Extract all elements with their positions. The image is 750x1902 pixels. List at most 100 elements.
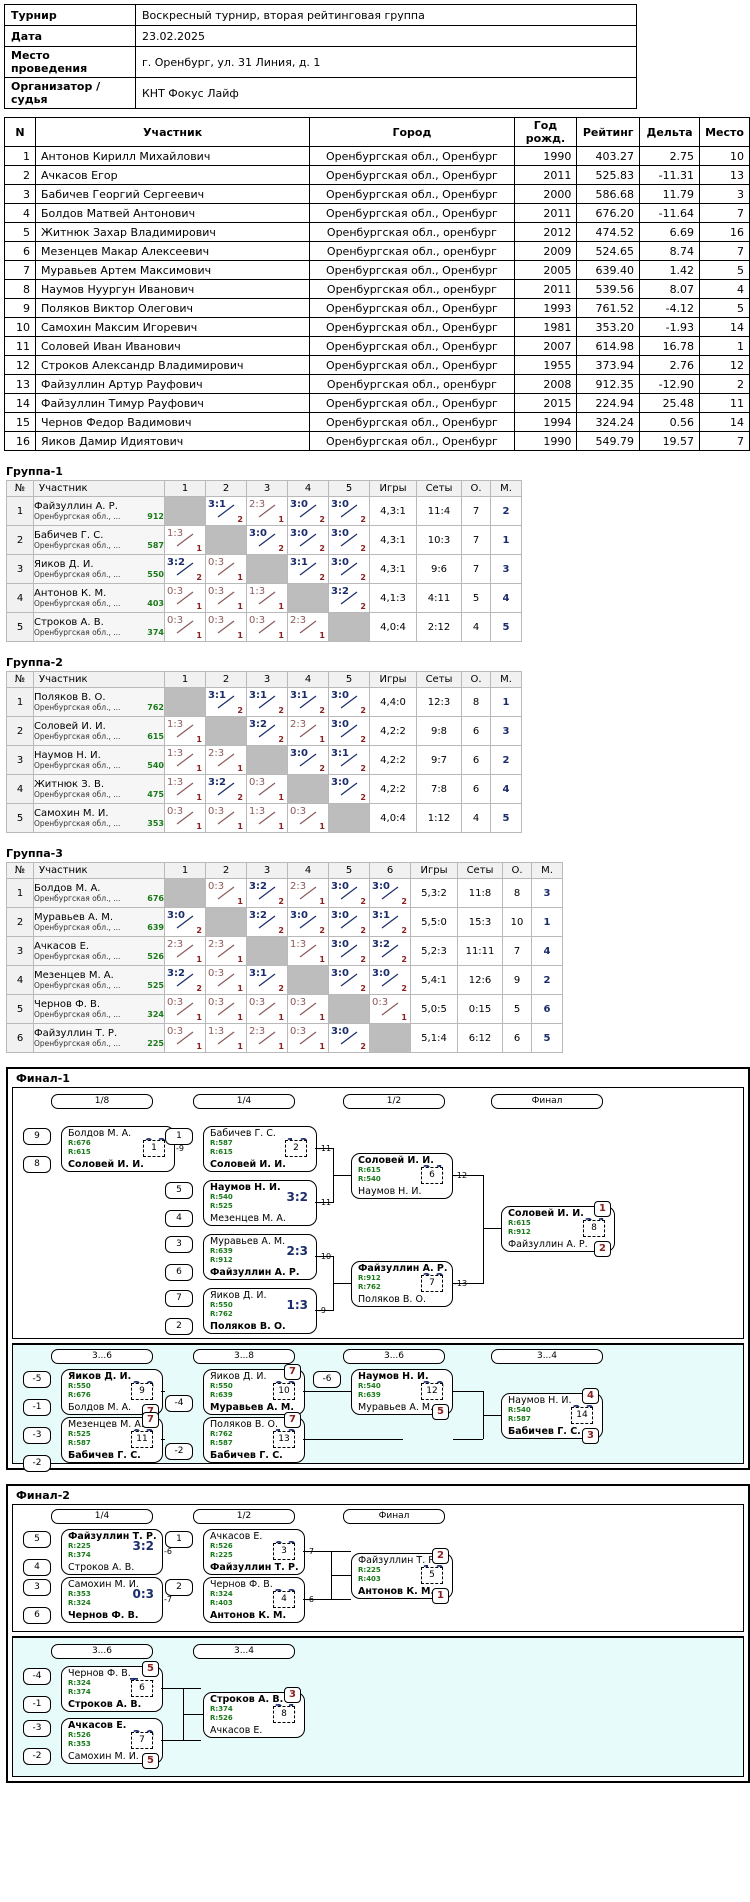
match-number-box: 8 bbox=[273, 1706, 295, 1723]
match-rating-bottom: R:615 bbox=[210, 1148, 233, 1156]
participant-place: 7 bbox=[699, 431, 750, 451]
participant-city: Оренбургская обл., оренбург bbox=[309, 374, 515, 394]
player-meta: Оренбургская обл., ...615 bbox=[34, 732, 164, 741]
match-points: 1 bbox=[237, 602, 243, 611]
group-games: 4,3:1 bbox=[369, 525, 417, 555]
player-meta: Оренбургская обл., ...540 bbox=[34, 761, 164, 770]
participant-city: Оренбургская обл., Оренбург bbox=[309, 431, 515, 451]
group-m: 5 bbox=[490, 803, 522, 833]
match-rating-top: R:912 bbox=[358, 1274, 381, 1282]
player-meta: Оренбургская обл., ...762 bbox=[34, 703, 164, 712]
match-rating-top: R:540 bbox=[210, 1193, 233, 1201]
participant-n: 15 bbox=[4, 412, 36, 432]
participant-rating: 224.94 bbox=[576, 393, 641, 413]
match-rating-bottom: R:324 bbox=[68, 1599, 91, 1607]
bracket-connector bbox=[183, 1714, 203, 1715]
set-score: 3:2 bbox=[167, 968, 185, 979]
group-col-header: О. bbox=[502, 862, 532, 879]
participant-name: Поляков Виктор Олегович bbox=[34, 298, 311, 318]
match-points: 2 bbox=[360, 793, 366, 802]
group-sets: 10:3 bbox=[416, 525, 462, 555]
final-place-badge: 7 bbox=[284, 1412, 301, 1428]
group-col-header: 2 bbox=[205, 480, 247, 497]
group-o: 9 bbox=[502, 965, 532, 995]
participant-name: Самохин Максим Игоревич bbox=[34, 317, 311, 337]
group-sets: 6:12 bbox=[457, 1023, 503, 1053]
slash-icon bbox=[299, 695, 317, 709]
match-points: 1 bbox=[237, 764, 243, 773]
participant-name: Житнюк Захар Владимирович bbox=[34, 222, 311, 242]
match-player-top: Файзуллин Т. Р. bbox=[68, 1531, 157, 1542]
match-number-box: 1 bbox=[143, 1140, 165, 1157]
round-label-1-8: 1/8 bbox=[51, 1094, 153, 1109]
bracket-connector bbox=[303, 1551, 351, 1552]
set-score: 1:3 bbox=[167, 748, 184, 759]
slash-icon bbox=[258, 886, 276, 900]
set-score: 3:0 bbox=[331, 939, 349, 950]
group-title: Группа-2 bbox=[6, 656, 63, 669]
slash-icon bbox=[217, 695, 235, 709]
match-points: 1 bbox=[319, 1042, 325, 1051]
group-games: 5,1:4 bbox=[410, 1023, 458, 1053]
match-number-box: 6 bbox=[421, 1167, 443, 1184]
group-games: 4,2:2 bbox=[369, 745, 417, 775]
group-m: 1 bbox=[490, 525, 522, 555]
slash-icon bbox=[176, 724, 194, 738]
player-rating: 912 bbox=[147, 512, 164, 521]
group-o: 6 bbox=[461, 745, 491, 775]
slash-icon bbox=[176, 915, 194, 929]
participant-city: Оренбургская обл., Оренбург bbox=[309, 355, 515, 375]
player-city: Оренбургская обл., ... bbox=[34, 790, 121, 799]
slash-icon bbox=[299, 533, 317, 547]
match-points: 1 bbox=[196, 955, 202, 964]
participant-rating: 539.56 bbox=[576, 279, 641, 299]
match-points: 2 bbox=[278, 984, 284, 993]
slash-icon bbox=[381, 973, 399, 987]
bracket-connector bbox=[161, 1439, 165, 1440]
match-points: 1 bbox=[196, 1013, 202, 1022]
match-player-top: Яиков Д. И. bbox=[210, 1371, 267, 1382]
set-score: 3:0 bbox=[290, 528, 308, 539]
slash-icon bbox=[299, 1002, 317, 1016]
slash-icon bbox=[258, 591, 276, 605]
slash-icon bbox=[258, 695, 276, 709]
match-points: 1 bbox=[237, 984, 243, 993]
group-sets: 12:3 bbox=[416, 687, 462, 717]
match-rating-top: R:526 bbox=[210, 1542, 233, 1550]
match-rating-top: R:615 bbox=[358, 1166, 381, 1174]
participants-header-2: Город bbox=[309, 117, 515, 147]
match-player-top: Чернов Ф. В. bbox=[68, 1668, 131, 1679]
participant-year: 1993 bbox=[513, 298, 578, 318]
match-number-box: 8 bbox=[583, 1220, 605, 1237]
participant-city: Оренбургская обл., Оренбург bbox=[309, 260, 515, 280]
participant-year: 2000 bbox=[513, 184, 578, 204]
match-player-top: Яиков Д. И. bbox=[210, 1290, 267, 1301]
participant-city: Оренбургская обл., Оренбург bbox=[309, 184, 515, 204]
match-score: 1:3 bbox=[286, 1298, 309, 1312]
